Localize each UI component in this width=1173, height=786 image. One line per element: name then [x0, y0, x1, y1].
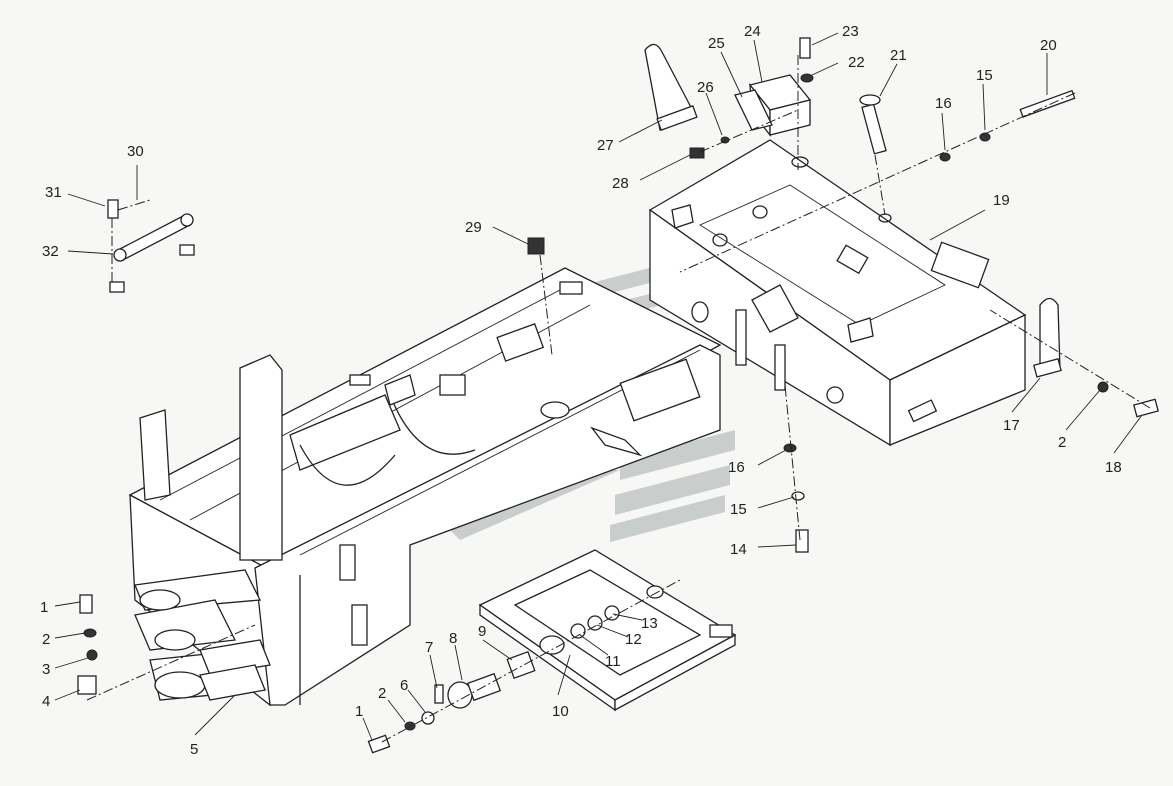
callout-label: 8 [449, 630, 457, 647]
callout-label: 17 [1003, 417, 1020, 434]
callout-label: 4 [42, 693, 50, 710]
callout-label: 14 [730, 541, 747, 558]
callout-label: 2 [378, 685, 386, 702]
callout-label: 22 [848, 54, 865, 71]
hinge-ears [134, 569, 271, 701]
fasteners [77, 37, 1159, 754]
callout-label: 2 [42, 631, 50, 648]
pin-part [859, 94, 887, 155]
callout-label: 29 [465, 219, 482, 236]
callout-label: 15 [730, 501, 747, 518]
callout-label: 16 [935, 95, 952, 112]
callout-label: 23 [842, 23, 859, 40]
callout-label: 28 [612, 175, 629, 192]
callout-label: 18 [1105, 459, 1122, 476]
callout-label: 2 [1058, 434, 1066, 451]
callout-label: 20 [1040, 37, 1057, 54]
link-bar [107, 199, 195, 293]
callout-label: 5 [190, 741, 198, 758]
callout-label: 9 [478, 623, 486, 640]
callout-label: 11 [605, 653, 621, 670]
callout-label: 32 [42, 243, 59, 260]
box-part [734, 74, 812, 137]
callout-label: 25 [708, 35, 725, 52]
callout-label: 27 [597, 137, 614, 154]
hitch-plate [478, 549, 737, 712]
callout-label: 26 [697, 79, 714, 96]
lifting-link-right [1033, 297, 1062, 378]
callout-label: 12 [625, 631, 642, 648]
callout-label: 16 [728, 459, 745, 476]
callout-label: 1 [355, 703, 363, 720]
counterweight [648, 139, 1027, 447]
lifting-link [644, 43, 698, 131]
callout-label: 30 [127, 143, 144, 160]
center-lines [86, 55, 1151, 743]
callout-label: 6 [400, 677, 408, 694]
callout-label: 31 [45, 184, 62, 201]
callout-label: 15 [976, 67, 993, 84]
callout-label: 3 [42, 661, 50, 678]
callout-label: 21 [890, 47, 907, 64]
long-pin-part [1019, 89, 1076, 118]
callout-label: 1 [40, 599, 48, 616]
callout-label: 7 [425, 639, 433, 656]
callout-label: 24 [744, 23, 761, 40]
leader-lines [54, 32, 1143, 741]
callout-label: 10 [552, 703, 569, 720]
callout-label: 19 [993, 192, 1010, 209]
callout-label: 13 [641, 615, 658, 632]
